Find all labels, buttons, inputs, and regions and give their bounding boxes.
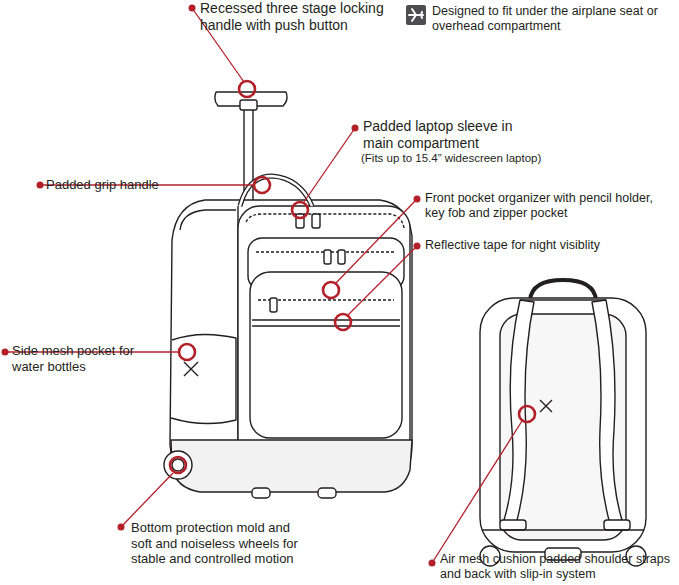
callout-label: Padded grip handle — [46, 177, 206, 193]
callout-circle — [292, 202, 308, 218]
callout-circle — [254, 177, 270, 193]
callout-circle — [170, 457, 186, 473]
front-backpack — [258, 299, 394, 300]
front-backpack — [270, 298, 277, 312]
airplane-icon — [406, 5, 426, 25]
callout-label: Reflective tape for night visiblity — [425, 238, 665, 253]
leader-line — [348, 246, 417, 315]
leader-dot — [189, 5, 196, 12]
leader-dot — [37, 182, 44, 189]
callout-circle — [335, 314, 351, 330]
front-backpack — [246, 214, 404, 228]
back-backpack — [540, 400, 552, 412]
callout-label: Air mesh cushion padded shoulder straps … — [440, 552, 676, 582]
leader-line — [304, 128, 355, 202]
callout-label: Padded laptop sleeve in main compartment — [363, 118, 543, 152]
leader-dot — [2, 349, 9, 356]
back-backpack — [482, 529, 644, 530]
callout-circle — [179, 344, 195, 360]
front-backpack — [250, 272, 402, 438]
front-backpack — [180, 210, 236, 230]
callout-circle — [170, 81, 535, 473]
back-backpack — [520, 299, 606, 300]
callout-label: Side mesh pocket for water bottles — [12, 343, 152, 374]
leader-line — [432, 421, 522, 563]
front-backpack — [164, 451, 192, 479]
front-backpack — [324, 250, 331, 264]
back-backpack — [604, 520, 630, 530]
leader-dot — [414, 243, 421, 250]
leader-dot — [414, 196, 421, 203]
front-backpack — [171, 440, 412, 492]
leader-dot — [429, 560, 436, 567]
front-backpack — [338, 250, 345, 264]
back-backpack — [592, 300, 622, 524]
front-backpack — [252, 488, 270, 498]
leader-dot — [2, 5, 436, 567]
back-backpack — [500, 520, 526, 530]
front-backpack — [252, 320, 400, 326]
leader-line — [121, 473, 173, 527]
callout-label: Recessed three stage locking handle with… — [200, 0, 405, 34]
back-backpack — [504, 300, 534, 524]
callout-label: Bottom protection mold and soft and nois… — [131, 520, 303, 567]
back-backpack — [480, 298, 646, 552]
back-backpack — [530, 280, 596, 300]
leader-line — [336, 199, 417, 283]
front-backpack — [238, 206, 410, 472]
callout-circle — [323, 282, 339, 298]
front-backpack — [318, 488, 336, 498]
front-backpack — [184, 362, 198, 376]
airplane-icon — [409, 9, 423, 21]
callout-label: Designed to fit under the airplane seat … — [432, 4, 675, 34]
front-backpack — [240, 100, 257, 110]
callout-circle — [239, 81, 255, 97]
front-backpack — [171, 334, 236, 423]
front-backpack — [172, 459, 184, 471]
leader-line — [5, 8, 522, 563]
back-backpack — [480, 280, 646, 566]
callout-label: Front pocket organizer with pencil holde… — [425, 191, 665, 221]
front-backpack — [312, 214, 320, 228]
callout-label: (Fits up to 15.4” widescreen laptop) — [361, 152, 611, 166]
leader-dot — [118, 524, 125, 531]
airplane-icon — [406, 5, 426, 25]
callout-circle — [519, 406, 535, 422]
leader-dot — [352, 125, 359, 132]
